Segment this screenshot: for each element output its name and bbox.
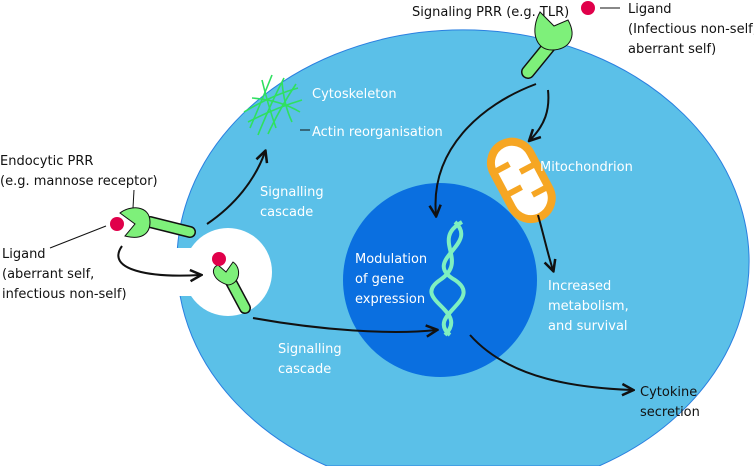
metabolism-label: Increased metabolism, and survival xyxy=(548,279,633,334)
endocytic-prr-receptor xyxy=(110,207,196,238)
dna-helix-icon xyxy=(429,220,466,337)
cytoskeleton-icon xyxy=(243,74,303,136)
mitochondrion-icon xyxy=(486,137,556,224)
signaling-prr-receptor xyxy=(521,1,595,79)
ligand-icon xyxy=(212,252,226,266)
arrow-tlr-to-mitochondrion xyxy=(530,89,550,140)
endocytic-prr-label: Endocytic PRR (e.g. mannose receptor) xyxy=(0,154,158,189)
ligand-left-label: Ligand (aberrant self, infectious non-se… xyxy=(2,247,127,302)
ligand-top-label: Ligand (Infectious non-self, aberrant se… xyxy=(628,2,754,57)
cytokine-label: Cytokine secretion xyxy=(640,385,701,420)
internalized-receptor xyxy=(212,252,251,314)
signaling-prr-label: Signaling PRR (e.g. TLR) xyxy=(412,5,569,20)
signalling-cascade-top-label: Signalling cascade xyxy=(260,185,328,220)
arrow-endocytosis xyxy=(117,245,200,276)
arrow-mitochondrion-to-metabolism xyxy=(537,214,553,270)
arrow-to-cytoskeleton xyxy=(206,152,265,225)
actin-label: Actin reorganisation xyxy=(312,125,443,140)
mitochondrion-label: Mitochondrion xyxy=(540,160,633,175)
gene-expression-label: Modulation of gene expression xyxy=(355,252,431,307)
arrow-to-cytokine xyxy=(469,334,632,390)
ligand-icon xyxy=(581,1,595,15)
ligand-icon xyxy=(110,217,124,231)
signalling-cascade-bottom-label: Signalling cascade xyxy=(278,342,346,377)
arrow-endosome-to-nucleus xyxy=(252,317,436,332)
arrow-tlr-to-nucleus xyxy=(436,83,537,215)
cytoskeleton-label: Cytoskeleton xyxy=(312,87,397,102)
